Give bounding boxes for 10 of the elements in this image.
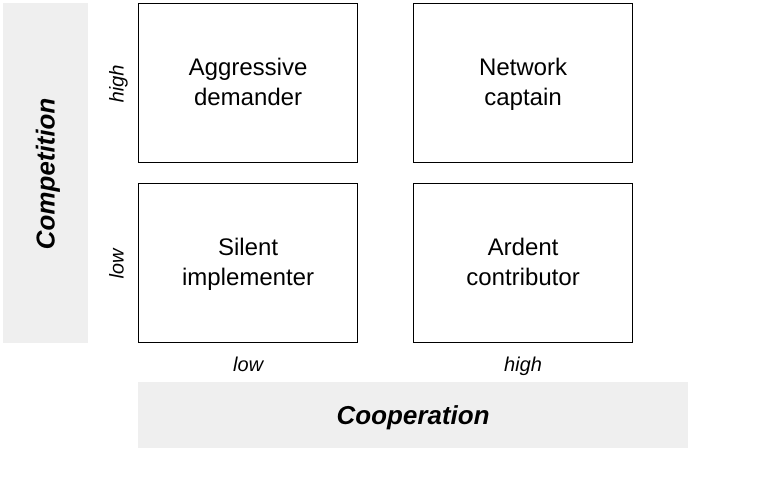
quadrant-box: Silent implementer: [138, 183, 358, 343]
axis-level-label: low: [106, 248, 130, 278]
quadrant-box: Network captain: [413, 3, 633, 163]
axis-level-label: low: [233, 354, 264, 376]
quadrant-box: Ardent contributor: [413, 183, 633, 343]
axis-band: Competition: [3, 3, 88, 343]
quadrant-box: Aggressive demander: [138, 3, 358, 163]
axis-level-label: high: [504, 354, 542, 376]
axis-band: Cooperation: [138, 382, 688, 448]
axis-level-label: high: [106, 64, 130, 102]
